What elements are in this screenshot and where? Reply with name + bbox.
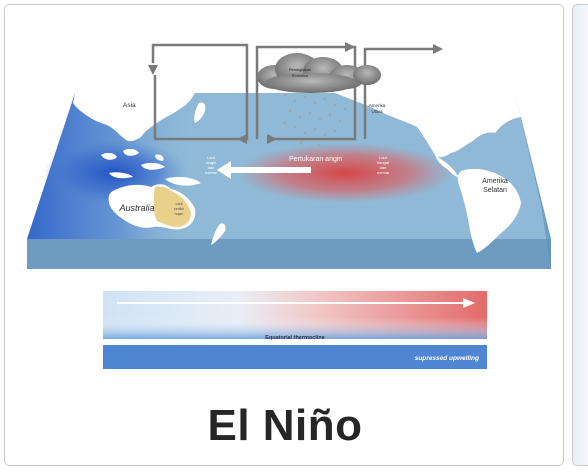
arrowhead-west-bottom xyxy=(237,134,247,144)
australia-note-line-1: Laut xyxy=(176,202,183,206)
circulation-loop-west xyxy=(151,43,249,141)
circulation-loop-east xyxy=(363,47,435,139)
southeast-asia-islands xyxy=(101,148,165,179)
circulation-arrowheads xyxy=(148,42,443,144)
upwelling-band xyxy=(103,345,487,369)
warm-water-pool xyxy=(237,143,453,203)
north-america-label-line-2: Utara xyxy=(371,109,383,114)
new-guinea xyxy=(165,176,201,186)
west-note-line-1: Laut xyxy=(207,155,216,160)
el-nino-diagram: Asia Peningkatan Konveksi Amerika Utara … xyxy=(27,42,551,369)
adjacent-panel-edge xyxy=(572,4,588,466)
thermocline-depth-shading xyxy=(103,291,487,339)
east-note-line-1: Laut xyxy=(379,155,388,160)
trade-winds-label: Pertukaran angin xyxy=(289,156,342,163)
trade-wind-arrow xyxy=(217,161,311,179)
east-note-line-4: normal xyxy=(377,170,389,175)
west-note-line-3: dan xyxy=(208,165,215,170)
asia-label: Asia xyxy=(123,102,136,109)
east-note-line-3: dan xyxy=(380,165,387,170)
australia-note-line-3: hujan xyxy=(175,212,184,216)
japan-islands xyxy=(194,102,206,123)
south-america-landmass xyxy=(457,168,521,253)
convection-cloud xyxy=(257,53,381,93)
upwelling-section: supressed upwelling xyxy=(103,345,487,369)
diagram-title: El Niño xyxy=(207,401,363,450)
diagram-panel: Asia Peningkatan Konveksi Amerika Utara … xyxy=(4,4,564,466)
new-zealand xyxy=(211,223,226,245)
upwelling-label: supressed upwelling xyxy=(415,355,479,362)
australia-label: Australia xyxy=(118,203,154,213)
west-note-line-4: normal xyxy=(205,170,217,175)
arrowhead-east xyxy=(433,44,443,54)
australia-note-line-2: sedikit xyxy=(174,207,184,211)
australia-rain-region xyxy=(153,186,191,227)
central-america xyxy=(435,155,459,177)
north-america-label-line-1: Amerika xyxy=(369,103,386,108)
thermocline-label: Equatorial thermocline xyxy=(265,335,325,341)
cloud-label-line-2: Konveksi xyxy=(292,73,308,78)
ocean-front-side xyxy=(27,239,551,269)
south-america-label-line-1: Amerika xyxy=(482,178,508,185)
thermocline-arrowhead xyxy=(463,298,475,308)
arrowhead-central xyxy=(267,134,277,144)
thermocline-section: Equatorial thermocline xyxy=(103,291,487,341)
west-note-line-2: dingin xyxy=(206,160,217,165)
asia-landmass xyxy=(73,93,195,142)
cloud-label-line-1: Peningkatan xyxy=(289,67,311,72)
arrowhead-central-top xyxy=(345,42,355,52)
east-note-line-2: hangat xyxy=(377,160,390,165)
south-america-label-line-2: Selatan xyxy=(483,187,507,194)
arrowhead-west xyxy=(148,65,158,75)
north-america-landmass xyxy=(335,93,521,158)
rain-drops xyxy=(283,93,347,147)
